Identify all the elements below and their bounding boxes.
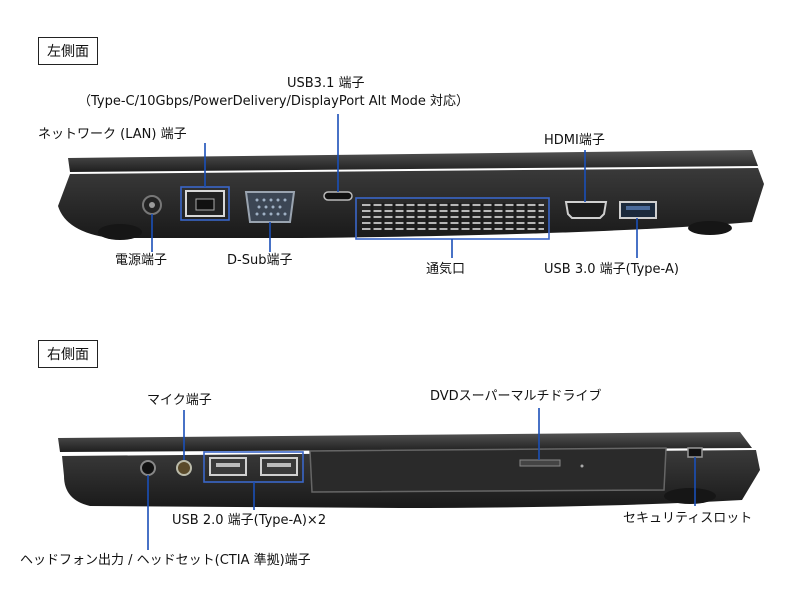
vent-label: 通気口 [426, 262, 466, 277]
mic-label: マイク端子 [147, 393, 212, 408]
left-base [58, 168, 764, 238]
mic-jack-icon [176, 460, 192, 476]
usb31-label-line1: USB3.1 端子 [287, 76, 365, 91]
security-label: セキュリティスロット [623, 511, 753, 526]
lan-label: ネットワーク (LAN) 端子 [38, 127, 187, 142]
hdmi-label: HDMI端子 [544, 133, 605, 148]
vent-icon [362, 203, 544, 232]
headphone-label: ヘッドフォン出力 / ヘッドセット(CTIA 準拠)端子 [20, 553, 311, 568]
dvd-eject-button [519, 459, 561, 467]
security-slot-icon [687, 447, 703, 458]
left-foot-front [98, 224, 142, 240]
right-lid [58, 432, 752, 452]
usb20-label: USB 2.0 端子(Type-A)×2 [172, 513, 327, 528]
dvd-drive-icon [309, 447, 667, 493]
left-foot-back [688, 221, 732, 235]
left-lid [68, 150, 758, 172]
vga-port-icon [244, 191, 296, 223]
left-laptop [58, 150, 764, 240]
headphone-jack-icon [140, 460, 156, 476]
dvd-label: DVDスーパーマルチドライブ [430, 389, 602, 404]
dsub-label: D-Sub端子 [227, 253, 293, 268]
hdmi-port-icon [564, 201, 608, 219]
power-label: 電源端子 [115, 253, 168, 268]
left-side-title: 左側面 [38, 37, 98, 65]
right-laptop [58, 432, 760, 508]
right-side-title: 右側面 [38, 340, 98, 368]
usb-c-port-icon [323, 191, 353, 201]
usb31-label-line2: （Type-C/10Gbps/PowerDelivery/DisplayPort… [78, 94, 470, 109]
usb30-label: USB 3.0 端子(Type-A) [544, 262, 679, 277]
